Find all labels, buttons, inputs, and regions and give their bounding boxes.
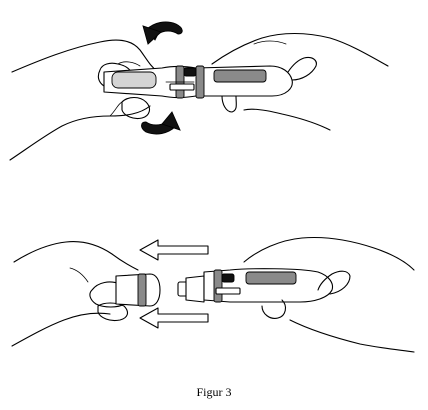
left-hand bbox=[11, 241, 139, 347]
curved-arrow-icon bbox=[142, 21, 183, 45]
insulin-pen-body bbox=[177, 268, 334, 303]
right-hand bbox=[243, 236, 415, 353]
left-hand-bottom bbox=[9, 96, 151, 161]
pen-cap bbox=[115, 273, 161, 307]
curved-arrow-icon bbox=[141, 111, 181, 135]
panel-twist bbox=[9, 21, 389, 161]
panel-pull-apart bbox=[11, 236, 415, 353]
left-arrow-icon bbox=[139, 307, 209, 329]
right-hand bbox=[211, 33, 389, 131]
insulin-pen-assembled bbox=[103, 65, 293, 113]
figure-caption: Figur 3 bbox=[196, 385, 232, 399]
left-arrow-icon bbox=[139, 239, 209, 261]
